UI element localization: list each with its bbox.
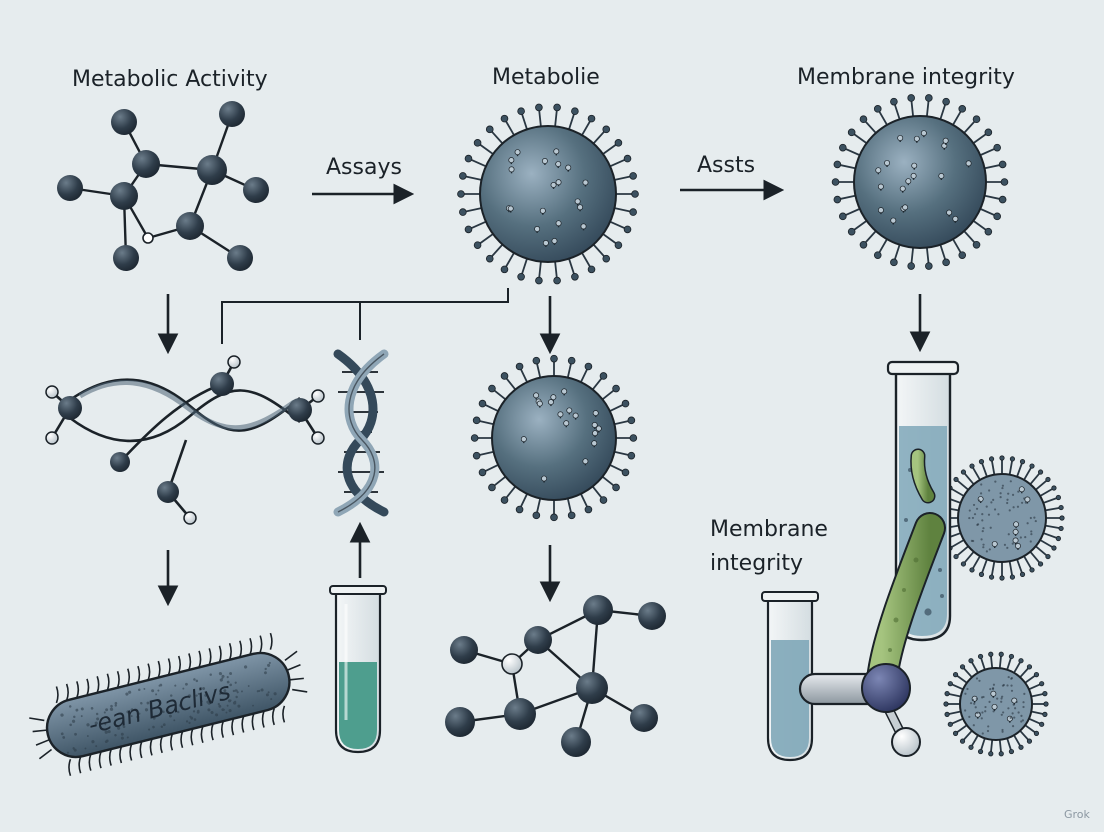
label-membrane-integrity-top: Membrane integrity bbox=[797, 65, 1015, 90]
watermark-text: Grok bbox=[1064, 808, 1091, 821]
label-assays: Assays bbox=[326, 155, 402, 180]
label-membrane-lower-line2: integrity bbox=[710, 551, 803, 576]
wavy-molecule-icon bbox=[45, 355, 325, 525]
label-metabolic-activity: Metabolic Activity bbox=[72, 67, 268, 92]
test-tube-icon bbox=[761, 591, 819, 762]
virus-particle-icon bbox=[470, 354, 638, 522]
test-tube-icon bbox=[329, 585, 387, 754]
molecule-network-icon bbox=[445, 595, 666, 757]
virus-particle-icon bbox=[457, 103, 639, 285]
molecule-network-icon bbox=[57, 101, 269, 271]
label-metabolie: Metabolie bbox=[492, 65, 600, 90]
label-assts: Assts bbox=[697, 153, 755, 178]
virus-particle-icon bbox=[943, 651, 1049, 757]
flow-arrows bbox=[157, 179, 931, 607]
virus-particle-icon bbox=[831, 94, 1009, 270]
bracket-connector bbox=[221, 288, 509, 344]
connector-pipe-icon bbox=[798, 663, 921, 757]
dna-helix-icon bbox=[333, 349, 389, 517]
label-membrane-lower-line1: Membrane bbox=[710, 517, 828, 542]
